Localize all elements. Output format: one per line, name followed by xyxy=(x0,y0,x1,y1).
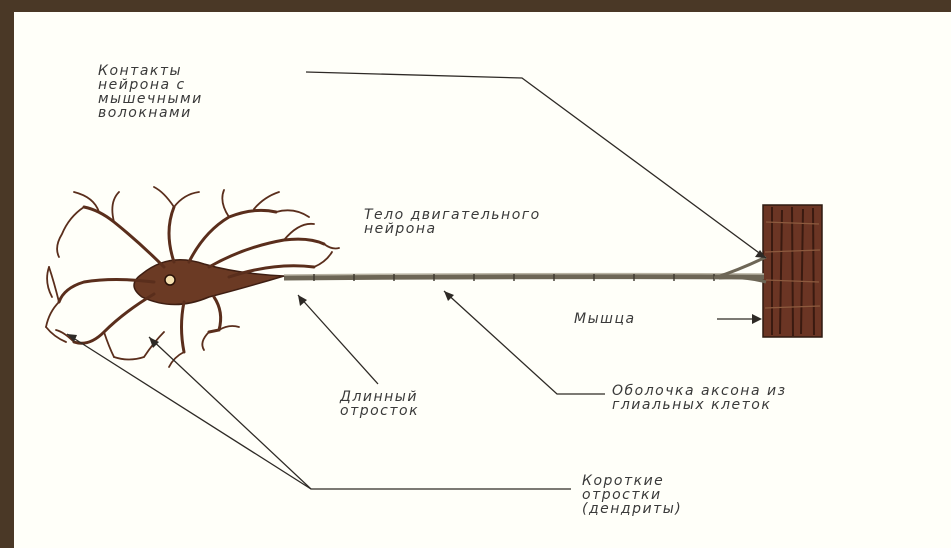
label-short-processes: Короткие отростки (дендриты) xyxy=(582,474,682,516)
diagram-canvas: Контакты нейрона с мышечными волокнами Т… xyxy=(14,12,951,548)
axon xyxy=(284,257,766,282)
label-long-process: Длинный отросток xyxy=(340,390,419,418)
label-muscle: Мышца xyxy=(574,312,636,326)
label-axon-sheath: Оболочка аксона из глиальных клеток xyxy=(612,384,787,412)
muscle xyxy=(763,205,822,337)
label-neuron-contacts: Контакты нейрона с мышечными волокнами xyxy=(98,64,203,120)
label-motor-neuron-body: Тело двигательного нейрона xyxy=(364,208,541,236)
